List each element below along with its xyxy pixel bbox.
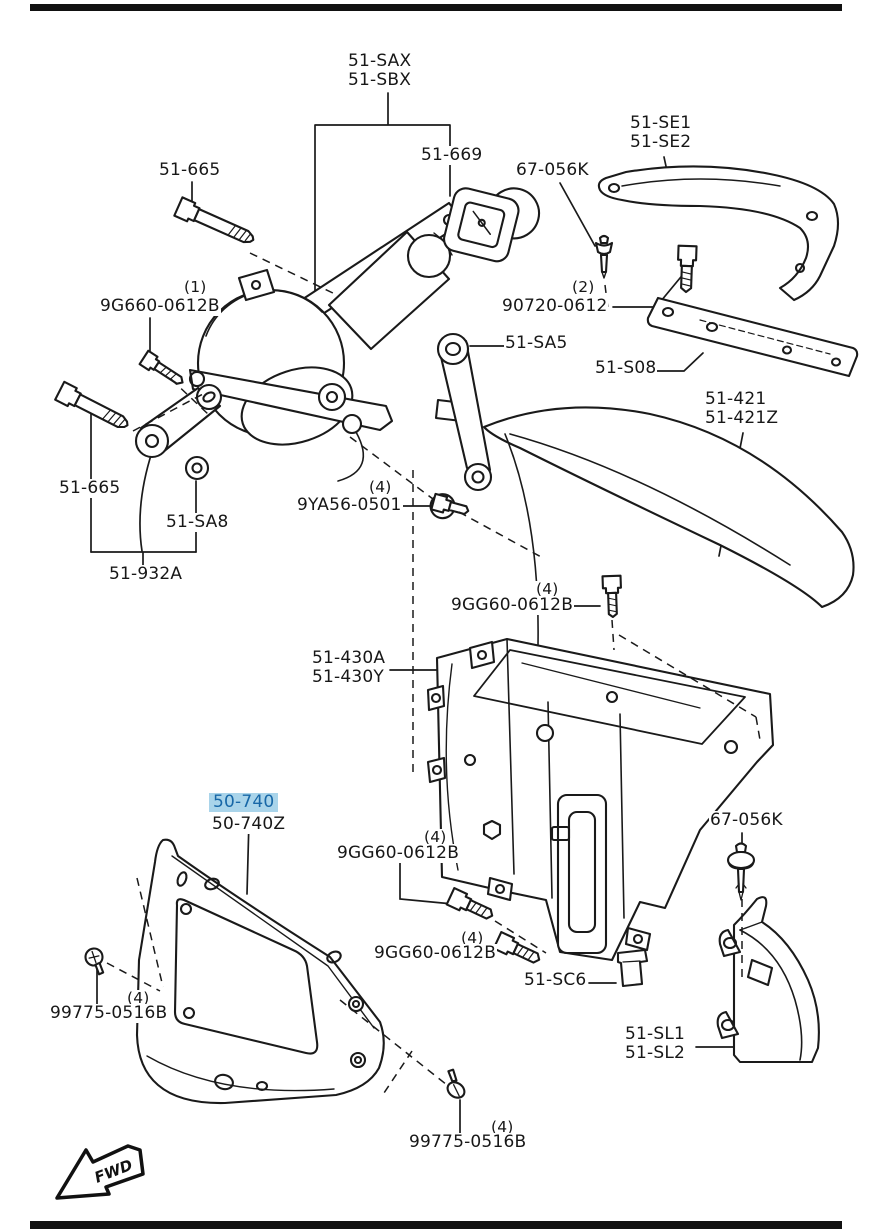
part-51-665-bolt-left	[54, 380, 129, 429]
callout-99775-0516b-bottom: 99775-0516B	[408, 1132, 528, 1152]
qty-9gg60-top: (4)	[535, 580, 560, 598]
callout-line: 51-SE2	[630, 132, 692, 152]
part-51-sl-bracket	[716, 896, 820, 1064]
callout-99775-0516b-left: 99775-0516B	[49, 1003, 169, 1023]
callout-51-sc6: 51-SC6	[523, 970, 588, 990]
qty-99775-bottom: (4)	[490, 1118, 515, 1136]
part-9gg60-screw-low	[492, 931, 541, 964]
callout-line: 51-SL2	[625, 1043, 686, 1063]
callout-9gg60-0612b-mid: 9GG60-0612B	[336, 843, 461, 863]
part-99775-screw-left	[84, 947, 105, 976]
part-99775-screw-bottom	[446, 1068, 466, 1099]
part-9ya56-bolt	[429, 492, 470, 520]
part-51-932a-arm	[134, 383, 223, 459]
callout-50-740z: 50-740Z	[211, 814, 287, 834]
part-9g660-screw	[138, 349, 184, 385]
callout-90720-0612: 90720-0612	[501, 296, 609, 316]
part-50-740-panel	[135, 838, 385, 1105]
part-67-056k-clip-top	[594, 234, 614, 279]
part-51-sa5-arm	[436, 332, 493, 492]
qty-9gg60-mid: (4)	[423, 828, 448, 846]
callout-50-740-highlighted[interactable]: 50-740	[209, 793, 279, 812]
callout-51-sa5: 51-SA5	[504, 333, 569, 353]
callout-51-669: 51-669	[420, 145, 484, 165]
part-51-421-blade	[482, 406, 855, 646]
fwd-arrow-icon: FWD	[55, 1144, 145, 1200]
part-9gg60-screw-top	[601, 574, 622, 619]
callout-9gg60-0612b-low: 9GG60-0612B	[373, 943, 498, 963]
callout-51-932a: 51-932A	[108, 564, 184, 584]
callout-line: 51-421Z	[705, 408, 779, 428]
callout-line: 51-430Y	[312, 667, 384, 687]
callout-51-sl1-sl2: 51-SL1 51-SL2	[624, 1024, 687, 1063]
qty-99775-left: (4)	[126, 989, 151, 1007]
callout-51-sa8: 51-SA8	[165, 512, 230, 532]
callout-51-665-top: 51-665	[158, 160, 222, 180]
callout-line: 51-430A	[312, 648, 386, 668]
callout-line: 51-SE1	[630, 113, 692, 133]
part-51-se-bracket	[597, 165, 840, 302]
callout-51-s08: 51-S08	[594, 358, 658, 378]
callout-line: 51-421	[705, 389, 767, 409]
part-9gg60-screw-mid	[445, 887, 494, 920]
qty-9ya56: (4)	[368, 478, 393, 496]
callout-51-se1-se2: 51-SE1 51-SE2	[629, 113, 693, 152]
callout-9ya56-0501: 9YA56-0501	[296, 495, 403, 515]
bottom-border-bar	[30, 1221, 842, 1229]
part-51-s08-plate	[646, 296, 859, 378]
part-51-430-bracket	[426, 637, 775, 962]
callout-line: 51-SL1	[625, 1024, 686, 1044]
top-border-bar	[30, 4, 842, 11]
part-wiper-motor-assembly	[188, 201, 474, 482]
callout-51-421: 51-421 51-421Z	[704, 389, 780, 428]
part-67-056k-clip-right	[726, 842, 756, 901]
part-51-sc6-clip	[616, 948, 649, 988]
callout-9g660-0612b: 9G660-0612B	[99, 296, 221, 316]
callout-line: 51-SBX	[348, 70, 412, 90]
callout-51-430a-y: 51-430A 51-430Y	[311, 648, 387, 687]
part-51-sa8-washer	[184, 455, 210, 481]
part-51-669-grommet	[443, 187, 541, 263]
callout-51-sax-sbx: 51-SAX 51-SBX	[347, 51, 413, 90]
callout-9gg60-0612b-top: 9GG60-0612B	[450, 595, 575, 615]
qty-9gg60-low: (4)	[460, 929, 485, 947]
callout-67-056k-top: 67-056K	[515, 160, 590, 180]
callout-line: 51-SAX	[348, 51, 412, 71]
part-51-665-bolt-top	[173, 196, 255, 244]
qty-90720: (2)	[571, 278, 596, 296]
callout-51-665-left: 51-665	[58, 478, 122, 498]
callout-67-056k-right: 67-056K	[709, 810, 784, 830]
part-90720-bolt	[677, 244, 698, 294]
qty-9g660: (1)	[183, 278, 208, 296]
construction-dashed-lines	[106, 252, 761, 1097]
